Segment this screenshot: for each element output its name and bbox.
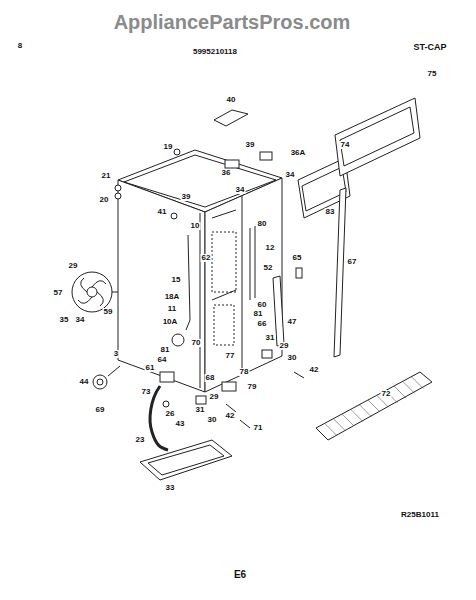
callout-number: 75 — [427, 70, 438, 78]
callout-number: 73 — [141, 388, 152, 396]
grille-slat — [359, 405, 371, 417]
callout-number: 69 — [95, 406, 106, 414]
callout-number: 66 — [257, 320, 268, 328]
callout-number: 44 — [79, 378, 90, 386]
callout-number: 26 — [165, 410, 176, 418]
cabinet — [118, 150, 282, 392]
callout-number: 19 — [163, 143, 174, 151]
callout-number: 42 — [225, 412, 236, 420]
callout-number: 29 — [209, 393, 220, 401]
callout-number: 52 — [263, 264, 274, 272]
callout-number: 23 — [135, 436, 146, 444]
callout-number: 74 — [340, 141, 351, 149]
callout-number: 42 — [309, 366, 320, 374]
callout-number: 15 — [171, 276, 182, 284]
callout-number: 64 — [157, 356, 168, 364]
callout-number: 31 — [265, 334, 276, 342]
callout-number: 35 — [59, 316, 70, 324]
drain-pan — [140, 440, 232, 480]
callout-number: 80 — [257, 220, 268, 228]
callout-number: 47 — [287, 318, 298, 326]
callout-number: 78 — [239, 368, 250, 376]
callout-number: 33 — [165, 484, 176, 492]
callout-number: 60 — [257, 301, 268, 309]
model-code: ST-CAP — [412, 43, 447, 52]
callout-number: 79 — [247, 383, 258, 391]
page-code: E6 — [233, 570, 247, 580]
panel-75 — [335, 98, 420, 176]
watermark: AppliancePartsPros.com — [113, 12, 352, 32]
grille-slat — [325, 423, 337, 435]
callout-number: 61 — [145, 364, 156, 372]
callout-number: 10 — [190, 222, 201, 230]
grille-slat — [333, 419, 345, 431]
callout-number: 11 — [167, 305, 177, 313]
callout-number: 59 — [103, 308, 114, 316]
callout-number: 43 — [175, 420, 186, 428]
callout-number: 30 — [207, 416, 218, 424]
callout-number: 21 — [101, 172, 112, 180]
drain-tube — [150, 386, 168, 450]
callout-number: 39 — [181, 193, 192, 201]
callout-number: 62 — [201, 254, 212, 262]
callout-number: 3 — [113, 350, 119, 358]
callout-number: 20 — [99, 196, 110, 204]
callout-number: 29 — [68, 262, 79, 270]
grille-slat — [403, 381, 415, 393]
callout-number: 72 — [381, 390, 392, 398]
callout-number: 31 — [195, 406, 206, 414]
callout-number: 67 — [347, 258, 358, 266]
callout-number: 34 — [235, 186, 246, 194]
grille-slat — [411, 377, 423, 389]
callout-number: 57 — [53, 289, 64, 297]
callout-number: 10A — [162, 318, 179, 326]
callout-number: 83 — [325, 208, 336, 216]
grille-slat — [351, 409, 363, 421]
drawing-code: R25B1011 — [400, 511, 440, 519]
callout-number: 71 — [253, 424, 264, 432]
part-number: 5995210118 — [192, 48, 238, 56]
grille-slat — [368, 400, 380, 412]
callout-number: 81 — [160, 346, 171, 354]
callout-number: 34 — [75, 316, 86, 324]
callout-number: 30 — [287, 354, 298, 362]
grille-slat — [342, 414, 354, 426]
callout-number: 18A — [164, 293, 181, 301]
part-40 — [214, 110, 248, 126]
callout-number: 81 — [253, 310, 264, 318]
callout-number: 12 — [265, 244, 276, 252]
callout-number: 40 — [226, 96, 237, 104]
toe-grille — [316, 372, 432, 440]
callout-number: 68 — [205, 374, 216, 382]
callout-number: 34 — [285, 171, 296, 179]
callout-number: 39 — [245, 141, 256, 149]
strip-67 — [334, 188, 346, 357]
callout-number: 70 — [191, 339, 202, 347]
callout-number: 65 — [292, 254, 303, 262]
grille-slat — [394, 386, 406, 398]
callout-number: 77 — [225, 352, 236, 360]
callout-number: 29 — [279, 342, 290, 350]
fan-57 — [72, 272, 118, 312]
callout-number: 41 — [157, 208, 168, 216]
page-number: 8 — [17, 42, 23, 50]
callout-number: 36A — [290, 149, 307, 157]
callout-number: 36 — [221, 169, 232, 177]
